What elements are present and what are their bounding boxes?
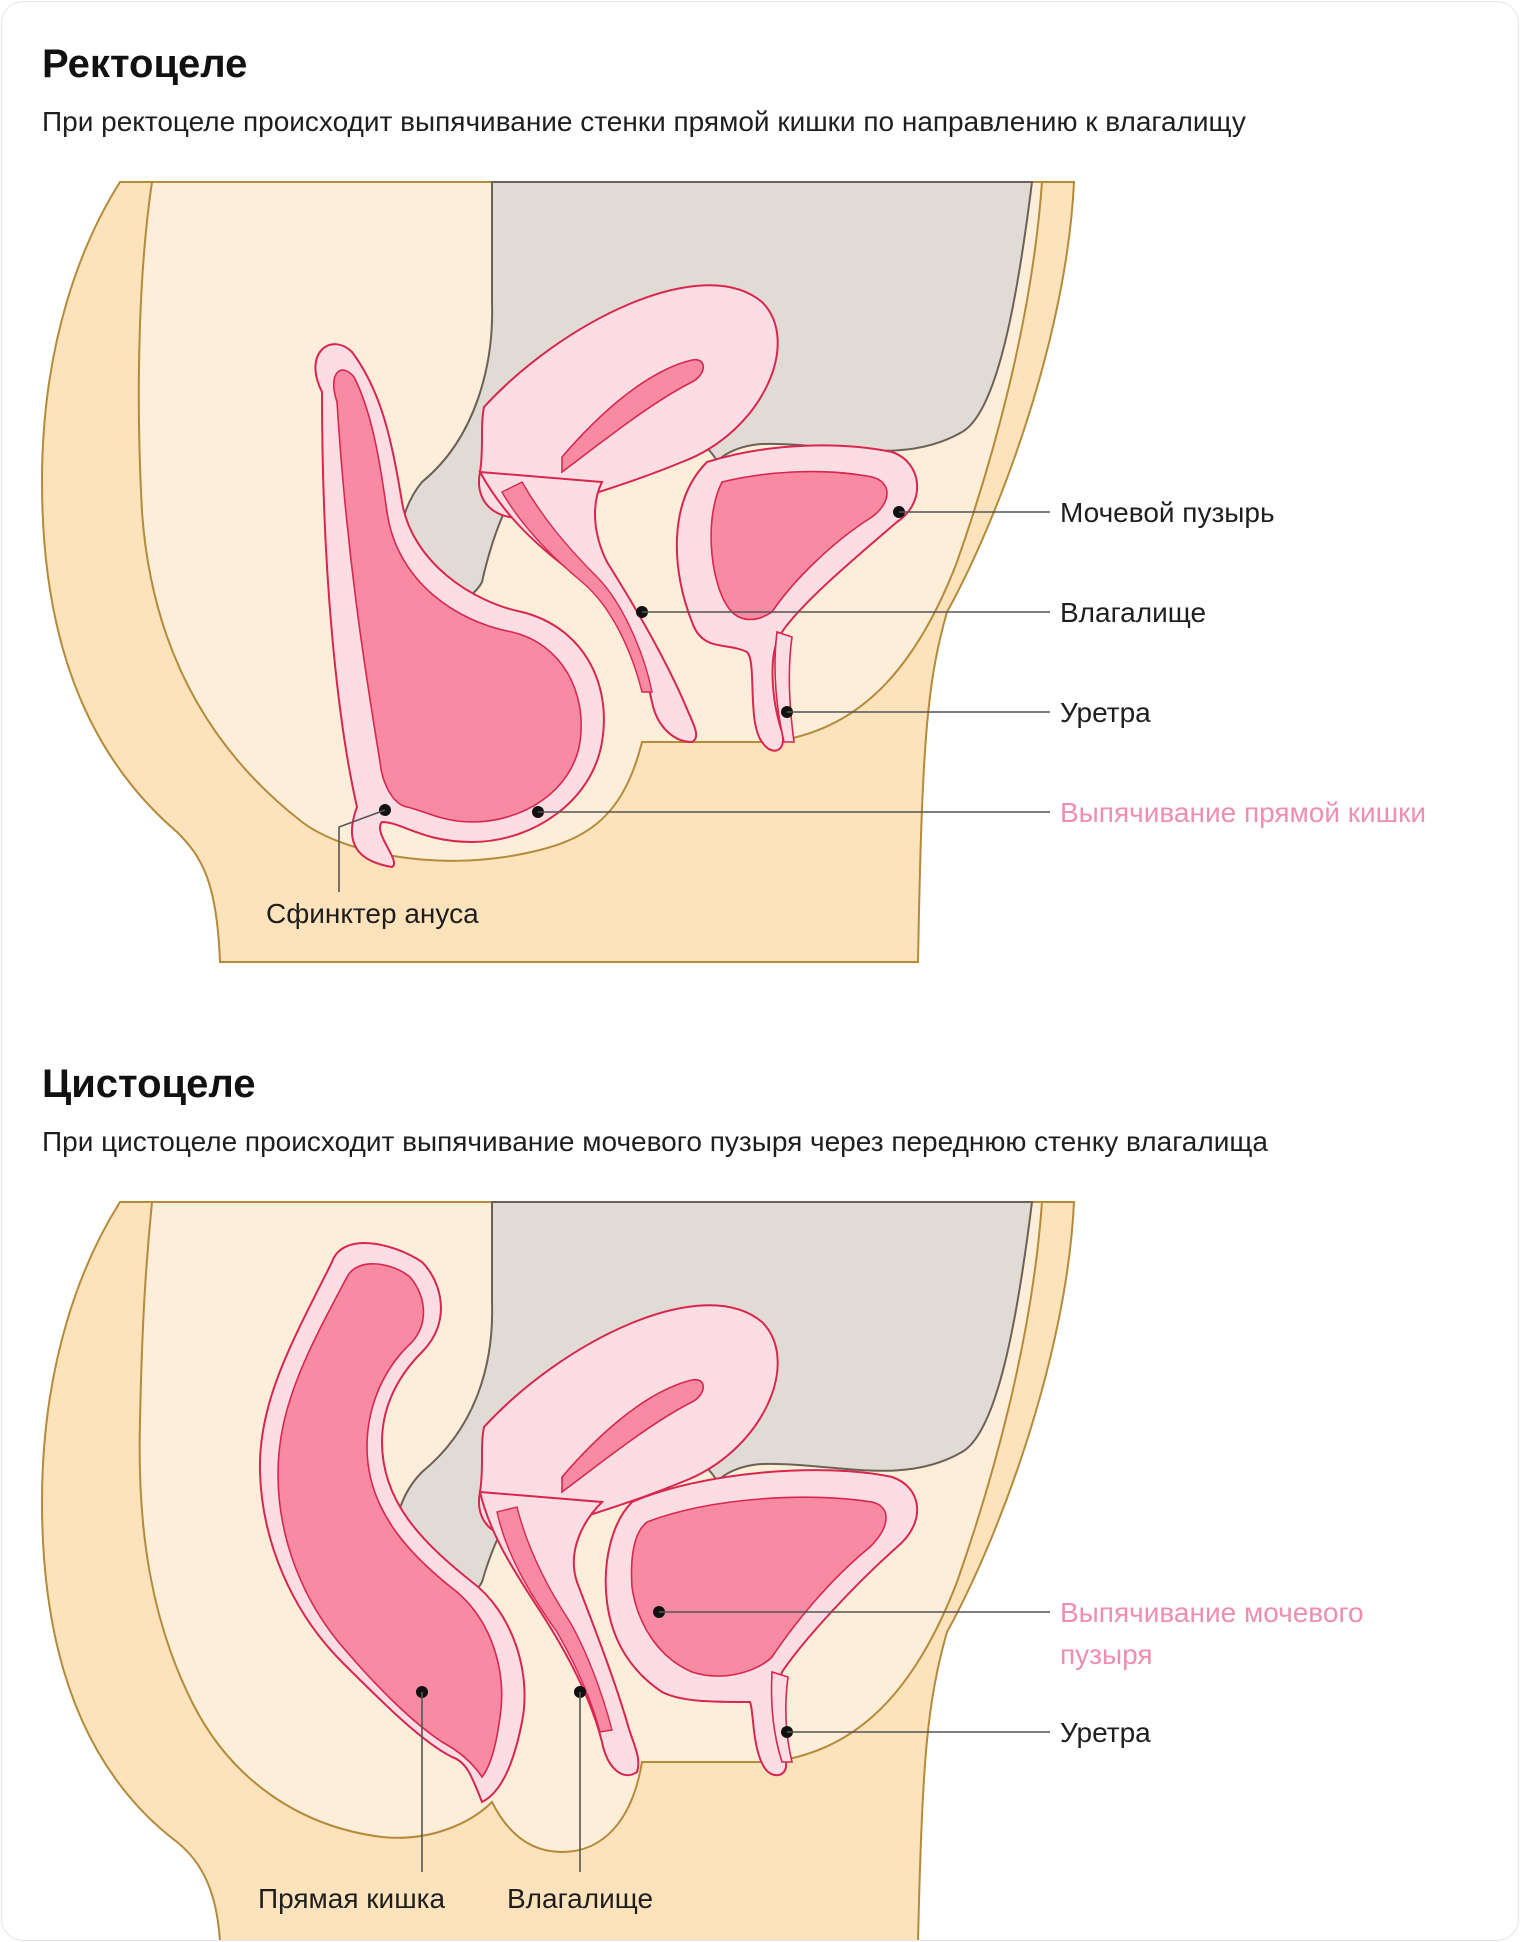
rectum-lumen (277, 1263, 503, 1779)
label-rectum: Прямая кишка (258, 1883, 446, 1914)
bladder-lumen (710, 470, 888, 621)
label-urethra: Уретра (1060, 1717, 1151, 1748)
label-bladder: Мочевой пузырь (1060, 497, 1275, 528)
label-bladder-bulge-line2: пузыря (1060, 1639, 1153, 1670)
rectocele-diagram: Мочевой пузырь Влагалище Уретра Выпячива… (40, 181, 1426, 963)
uterus-cavity (561, 358, 705, 474)
label-vagina: Влагалище (507, 1883, 653, 1914)
vagina-lumen (501, 481, 653, 693)
vagina-lumen (496, 1506, 613, 1733)
label-anal-sphincter: Сфинктер ануса (266, 898, 479, 929)
cystocele-subtitle: При цистоцеле происходит выпячивание моч… (42, 1126, 1268, 1157)
rectocele-title: Ректоцеле (42, 42, 248, 86)
label-urethra: Уретра (1060, 697, 1151, 728)
urethra (770, 1670, 794, 1763)
anal-sphincter-leader (338, 809, 386, 892)
rectocele-subtitle: При ректоцеле происходит выпячивание сте… (42, 106, 1246, 137)
label-vagina: Влагалище (1060, 597, 1206, 628)
uterus-cavity (561, 1378, 705, 1494)
rectum-lumen (332, 369, 582, 823)
label-bladder-bulge-line1: Выпячивание мочевого (1060, 1597, 1364, 1628)
cystocele-title: Цистоцеле (42, 1062, 256, 1106)
bladder-lumen (630, 1496, 887, 1677)
label-rectal-bulge: Выпячивание прямой кишки (1060, 797, 1426, 828)
cystocele-diagram: Выпячивание мочевого пузыря Уретра Пряма… (40, 1201, 1364, 1940)
